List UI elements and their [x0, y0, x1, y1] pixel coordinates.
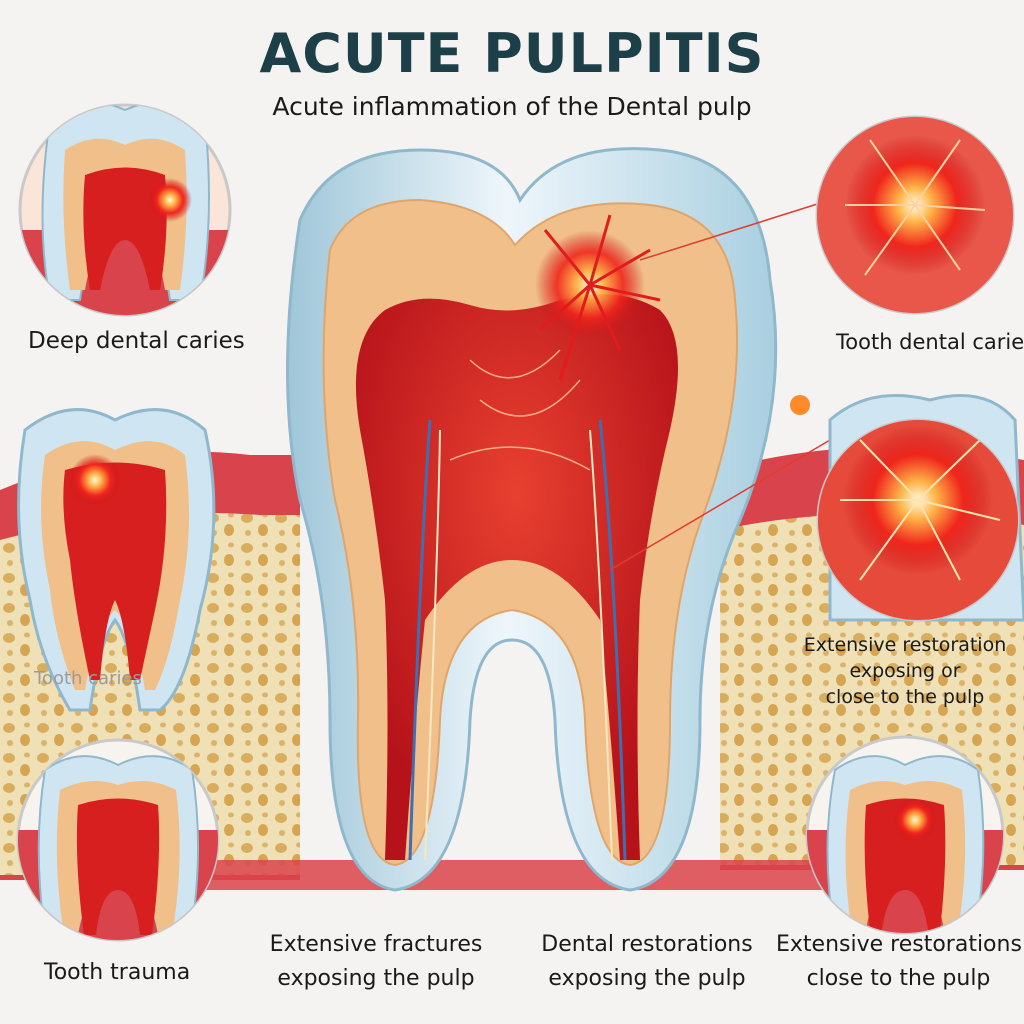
label-dental-restorations: Dental restorations exposing the pulp: [512, 928, 782, 996]
label-line: Extensive restoration: [803, 634, 1007, 656]
label-line: Extensive restorations: [776, 932, 1022, 957]
label-tooth-caries-faded: Tooth caries: [34, 668, 142, 689]
label-line: Dental restorations: [541, 932, 753, 957]
vignette-bottom-left: [16, 738, 220, 942]
label-extensive-restoration-right: Extensive restoration exposing or close …: [790, 632, 1020, 710]
main-tooth: [286, 147, 831, 892]
label-line: exposing the pulp: [277, 966, 475, 991]
label-tooth-dental-caries: Tooth dental caries: [836, 330, 1024, 354]
label-tooth-trauma: Tooth trauma: [44, 960, 191, 985]
label-extensive-restorations: Extensive restorations close to the pulp: [776, 928, 1022, 996]
label-line: exposing or: [849, 660, 961, 682]
label-line: close to the pulp: [825, 686, 985, 708]
label-deep-dental-caries: Deep dental caries: [28, 328, 245, 354]
vignette-middle-right: [816, 394, 1024, 622]
label-extensive-fractures: Extensive fractures exposing the pulp: [236, 928, 516, 996]
page-title: ACUTE PULPITIS: [259, 22, 765, 85]
label-line: close to the pulp: [806, 966, 991, 991]
vignette-top-left: [18, 103, 232, 317]
label-line: Extensive fractures: [269, 932, 483, 957]
label-line: exposing the pulp: [548, 966, 746, 991]
vignette-top-right: [815, 115, 1015, 315]
page-subtitle: Acute inflammation of the Dental pulp: [272, 92, 752, 121]
inflammation-burst-icon: [535, 214, 661, 381]
vignette-middle-left: [17, 408, 216, 712]
